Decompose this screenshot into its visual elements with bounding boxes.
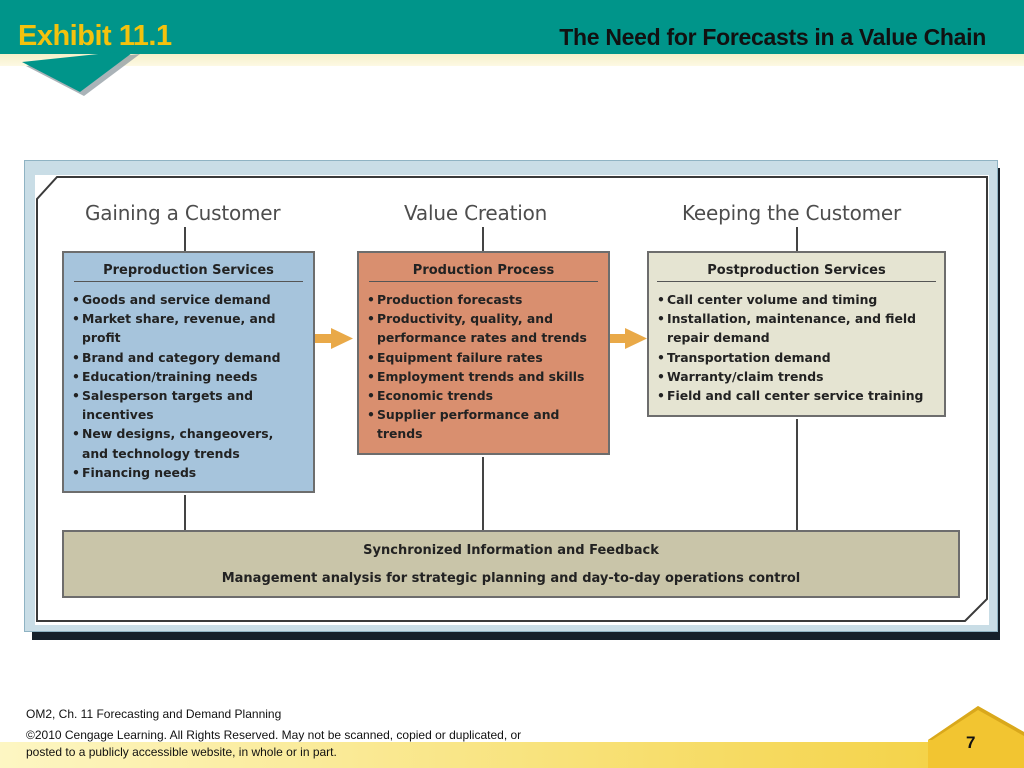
list-item: Brand and category demand [72,348,309,367]
box-divider [657,281,936,282]
box-title: Preproduction Services [103,263,274,278]
figure-frame: Gaining a Customer Value Creation Keepin… [24,160,998,632]
footer-copyright-line2: posted to a publicly accessible website,… [26,745,337,759]
page-number-tab [928,706,1024,768]
preproduction-services-box: Preproduction Services Goods and service… [62,251,315,493]
list-item: Productivity, quality, and [367,309,604,328]
list-item: Financing needs [72,463,309,482]
box-divider [369,281,598,282]
box-divider [74,281,303,282]
production-list: Production forecasts Productivity, quali… [367,290,604,444]
column-title-keeping-customer: Keeping the Customer [682,201,902,225]
list-item-continuation: trends [377,426,423,442]
box-title: Production Process [412,263,555,278]
feedback-subtitle: Management analysis for strategic planni… [221,571,801,586]
list-item: Market share, revenue, and [72,309,309,328]
feedback-title: Synchronized Information and Feedback [363,543,659,558]
list-item: Goods and service demand [72,290,309,309]
preproduction-list: Goods and service demand Market share, r… [72,290,309,482]
list-item: Education/training needs [72,367,309,386]
diagram-connectors [36,176,988,622]
header-stripe [0,54,1024,66]
list-item-continuation: repair demand [667,330,770,346]
list-item-continuation: profit [82,330,121,346]
list-item: Field and call center service training [657,386,940,405]
slide-title: The Need for Forecasts in a Value Chain [559,24,986,50]
page-number: 7 [966,733,976,752]
list-item-continuation: incentives [82,407,154,423]
column-title-value-creation: Value Creation [404,201,548,225]
flow-arrow-2 [597,328,647,349]
list-item: Employment trends and skills [367,367,604,386]
diagram-border [36,176,988,622]
flow-arrow-1 [303,328,353,349]
list-item: Transportation demand [657,348,940,367]
list-item: New designs, changeovers, [72,424,309,443]
list-item: Equipment failure rates [367,348,604,367]
column-title-gaining-customer: Gaining a Customer [85,201,281,225]
box-title: Postproduction Services [707,263,886,278]
list-item: Economic trends [367,386,604,405]
footer-copyright-line1: ©2010 Cengage Learning. All Rights Reser… [26,728,522,742]
list-item: Salesperson targets and [72,386,309,405]
footer-course: OM2, Ch. 11 Forecasting and Demand Plann… [26,707,282,721]
list-item-continuation: and technology trends [82,445,240,461]
list-item: Supplier performance and [367,405,604,424]
header-tab-shape [22,50,140,96]
list-item: Production forecasts [367,290,604,309]
exhibit-label: Exhibit 11.1 [18,20,172,52]
list-item: Installation, maintenance, and field [657,309,940,328]
list-item: Call center volume and timing [657,290,940,309]
production-process-box: Production Process Production forecasts … [357,251,610,455]
footer-band [0,742,1024,768]
postproduction-list: Call center volume and timing Installati… [657,290,940,405]
header-band [0,0,1024,54]
list-item: Warranty/claim trends [657,367,940,386]
value-chain-diagram: Gaining a Customer Value Creation Keepin… [35,175,989,625]
feedback-box: Synchronized Information and Feedback Ma… [62,530,960,598]
list-item-continuation: performance rates and trends [377,330,587,346]
postproduction-services-box: Postproduction Services Call center volu… [647,251,946,417]
